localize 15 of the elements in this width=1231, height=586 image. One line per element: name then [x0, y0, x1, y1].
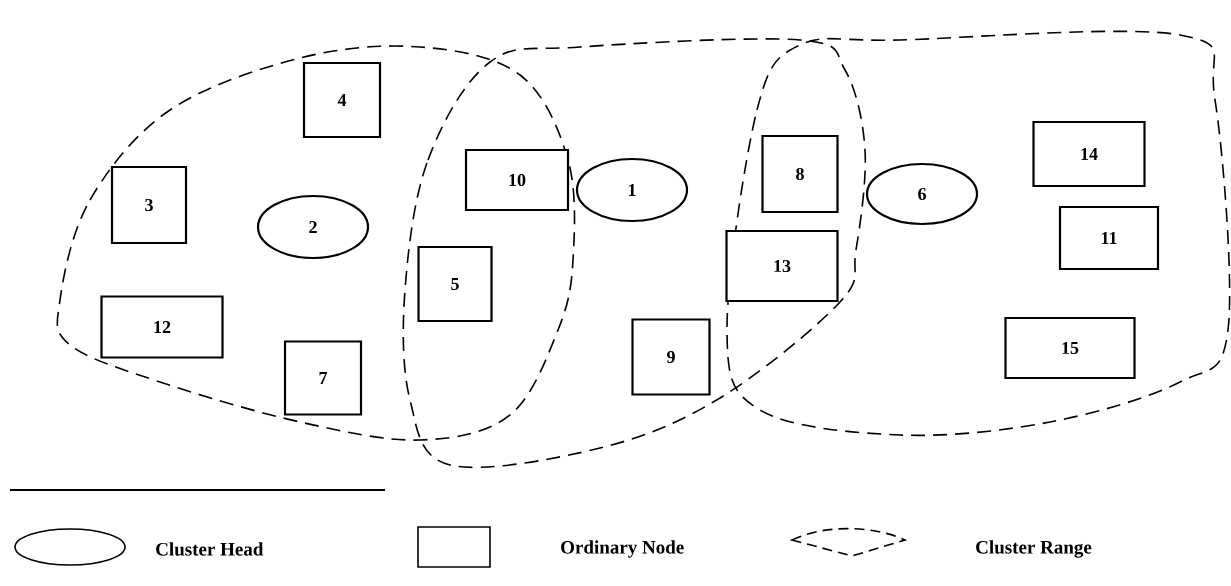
ordinary-node-box: 14 [1032, 120, 1146, 188]
legend-entry: Cluster Head [14, 528, 264, 566]
ordinary-node-box: 15 [1004, 316, 1136, 380]
ordinary-node-box: 11 [1058, 205, 1160, 271]
ordinary-node-box: 7 [283, 340, 363, 416]
ordinary-node-box: 12 [100, 295, 224, 359]
ordinary-node-box: 10 [464, 148, 570, 212]
legend-entry: Ordinary Node [417, 526, 684, 568]
ordinary-node-box: 3 [110, 165, 188, 245]
ordinary-node-box: 8 [761, 134, 839, 214]
legend-entry: Cluster Range [791, 527, 1092, 558]
ordinary-node-box: 13 [725, 229, 839, 303]
ordinary-node-box: 9 [631, 318, 711, 396]
ordinary-node-box: 5 [417, 245, 493, 323]
ordinary-node-box: 4 [302, 61, 382, 139]
